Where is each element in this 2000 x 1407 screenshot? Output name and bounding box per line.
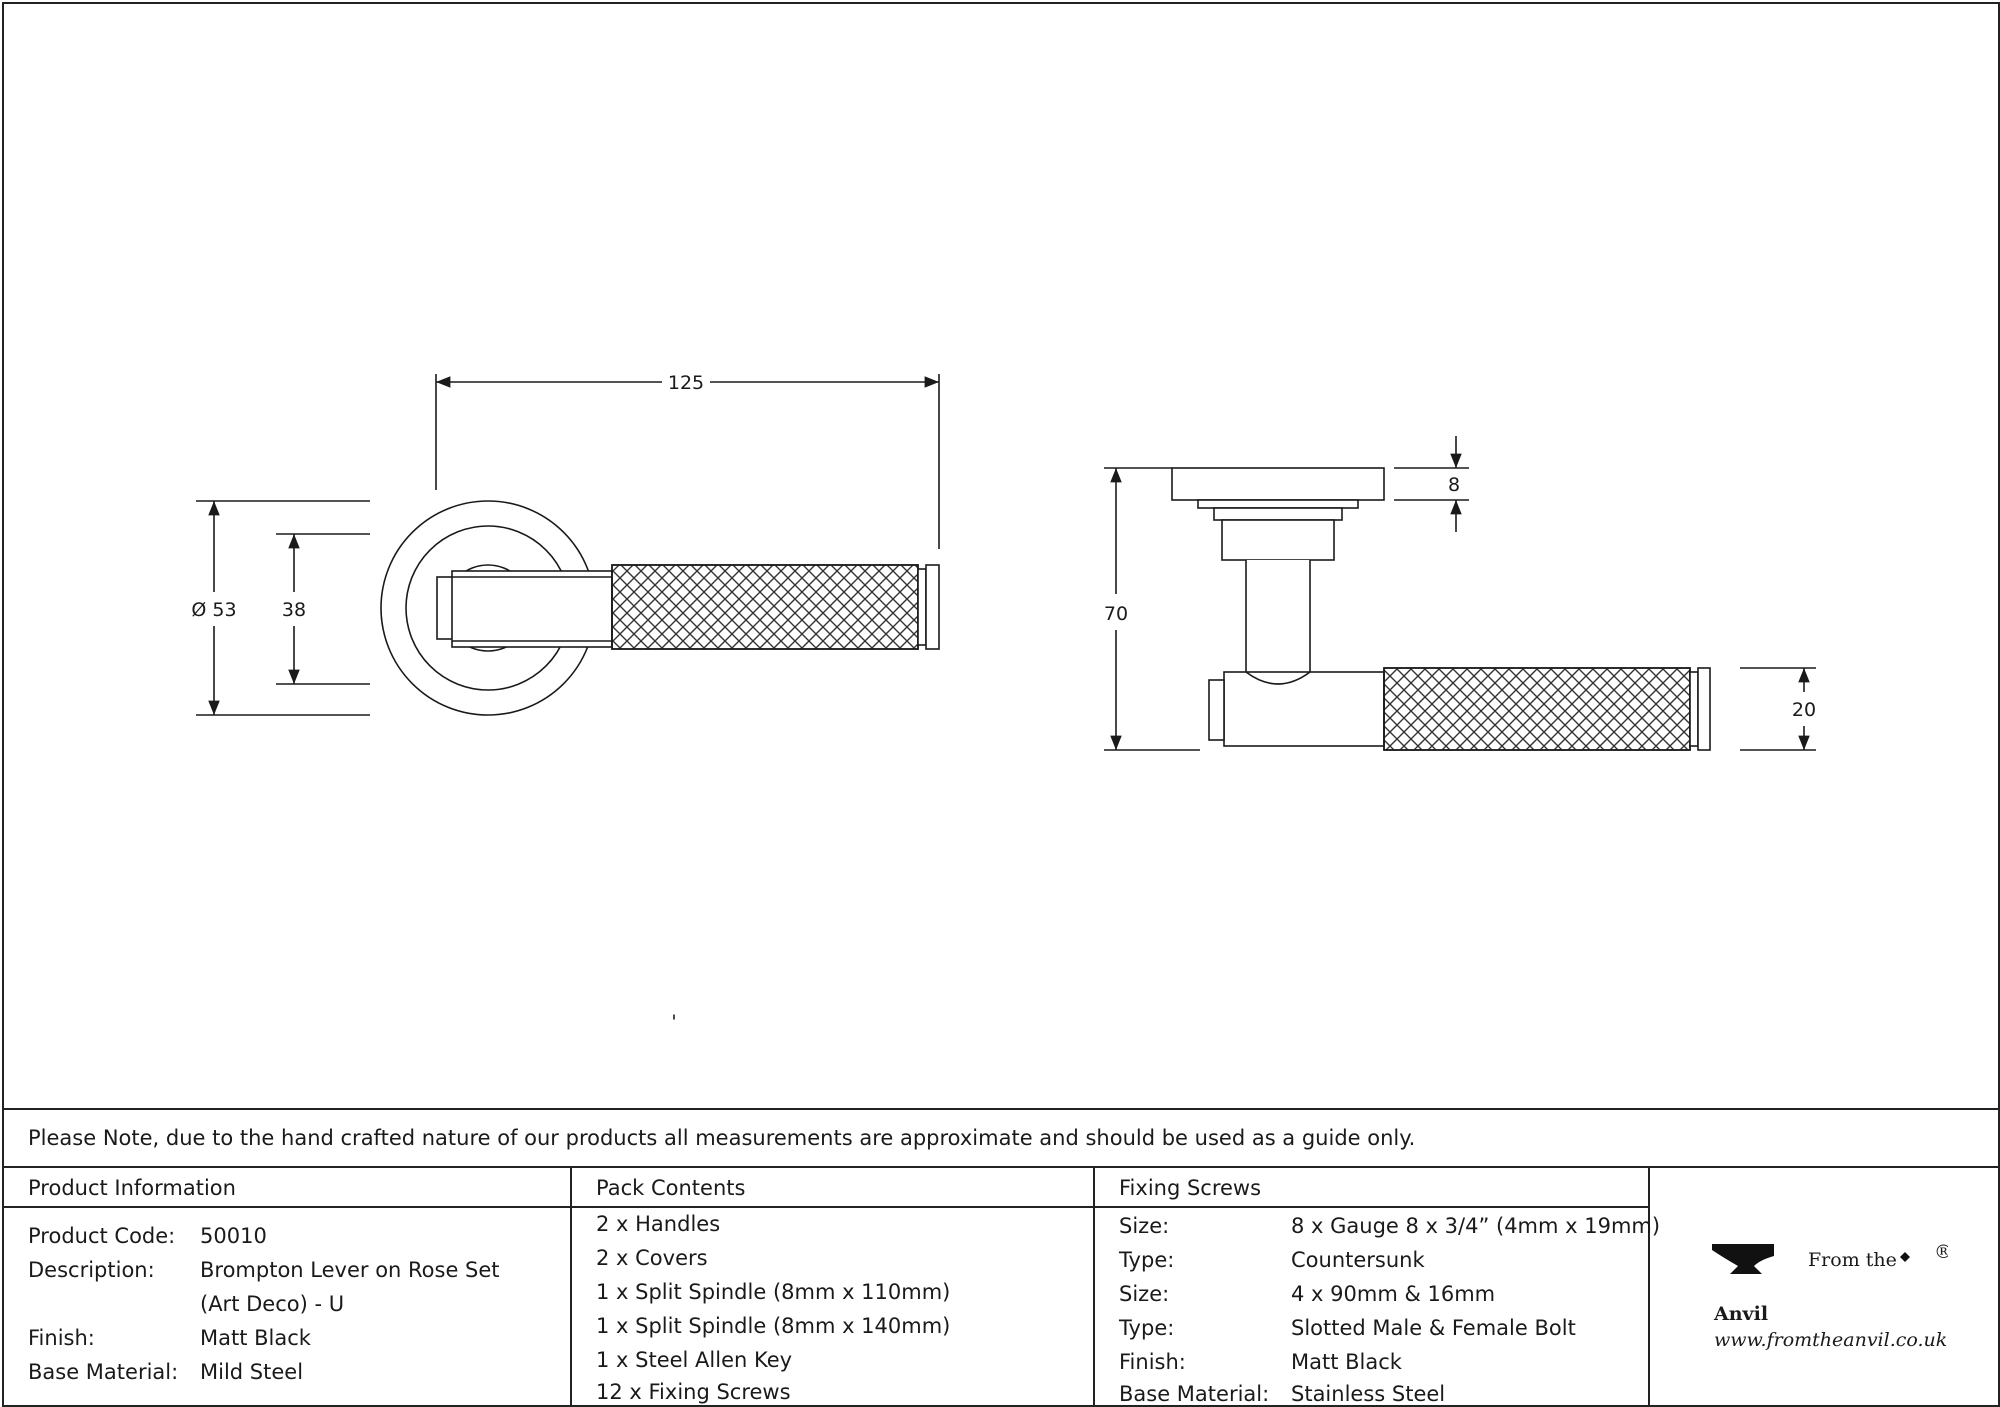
dim-label-rose-thickness: 8 xyxy=(1448,474,1460,496)
lever-body xyxy=(1223,671,1385,747)
dim-label-rose-diameter: Ø 53 xyxy=(191,599,236,621)
product-information-title: Product Information xyxy=(4,1168,570,1208)
note-text: Please Note, due to the hand crafted nat… xyxy=(28,1126,1416,1150)
dim-label-length: 125 xyxy=(668,372,704,394)
dimension-grip-diameter xyxy=(1740,667,1816,751)
description-label: Description: xyxy=(28,1258,155,1282)
pack-item: 1 x Split Spindle (8mm x 110mm) xyxy=(596,1280,951,1304)
grip-end-cap xyxy=(925,564,940,650)
side-grip-ring xyxy=(1689,671,1699,747)
dimension-inner-diameter xyxy=(276,533,370,685)
dim-label-inner-diameter: 38 xyxy=(282,599,306,621)
logo-panel: From the Anvil ® www.fromtheanvil.co.uk xyxy=(1650,1168,1998,1405)
fixing-screws-title: Fixing Screws xyxy=(1095,1168,1648,1208)
logo-url: www.fromtheanvil.co.uk xyxy=(1714,1329,1947,1351)
base-material-label: Base Material: xyxy=(28,1360,179,1384)
finish-label: Finish: xyxy=(28,1326,95,1350)
screw-size-value: 8 x Gauge 8 x 3/4” (4mm x 19mm) xyxy=(1291,1214,1661,1238)
pack-item: 2 x Covers xyxy=(596,1246,708,1270)
fixing-screws-panel: Fixing Screws Size: 8 x Gauge 8 x 3/4” (… xyxy=(1095,1168,1660,1406)
finish-value: Matt Black xyxy=(200,1326,311,1350)
shank-fillet xyxy=(1245,671,1311,685)
grip-ring xyxy=(917,568,927,646)
bolt-type-label: Type: xyxy=(1119,1316,1175,1340)
stray-mark: ' xyxy=(671,1011,676,1033)
product-code-value: 50010 xyxy=(200,1224,267,1248)
description-value-cont: (Art Deco) - U xyxy=(200,1292,345,1316)
spindle-boss xyxy=(1221,519,1335,561)
lever-shank xyxy=(1245,560,1311,685)
bolt-size-value: 4 x 90mm & 16mm xyxy=(1291,1282,1496,1306)
drawing-svg: 125 Ø 53 38 70 8 20 ' xyxy=(191,372,1816,1033)
dim-label-projection: 70 xyxy=(1104,603,1128,625)
bolt-type-value: Slotted Male & Female Bolt xyxy=(1291,1316,1576,1340)
front-view xyxy=(380,500,940,716)
dimension-rose-thickness xyxy=(1394,436,1469,532)
rose-plate xyxy=(1171,467,1385,501)
dimension-projection xyxy=(1104,467,1200,751)
screw-material-label: Base Material: xyxy=(1119,1382,1270,1406)
knurled-grip xyxy=(611,564,919,650)
logo-brand: Anvil xyxy=(1713,1303,1768,1325)
side-grip-end-cap xyxy=(1697,667,1711,751)
dim-label-grip-diameter: 20 xyxy=(1792,699,1816,721)
technical-drawing: 125 Ø 53 38 70 8 20 ' xyxy=(4,4,1998,1108)
pack-item: 1 x Split Spindle (8mm x 140mm) xyxy=(596,1314,951,1338)
screw-size-label: Size: xyxy=(1119,1214,1170,1238)
pack-item: 12 x Fixing Screws xyxy=(596,1380,791,1404)
lever-back-cap xyxy=(1208,679,1225,741)
screw-material-value: Stainless Steel xyxy=(1291,1382,1446,1406)
from-the-anvil-logo: From the Anvil ® www.fromtheanvil.co.uk xyxy=(1708,1234,1953,1354)
measurement-note: Please Note, due to the hand crafted nat… xyxy=(4,1108,1998,1168)
anvil-icon xyxy=(1712,1244,1774,1274)
lever-neck xyxy=(451,570,613,648)
rose-collar xyxy=(1213,507,1343,521)
pack-item: 1 x Steel Allen Key xyxy=(596,1348,793,1372)
rose-step xyxy=(1197,499,1359,509)
pack-contents-title: Pack Contents xyxy=(572,1168,1093,1208)
product-information-panel: Product Information Product Code: 50010 … xyxy=(4,1168,572,1405)
screw-finish-label: Finish: xyxy=(1119,1350,1186,1374)
screw-type-label: Type: xyxy=(1119,1248,1175,1272)
description-value: Brompton Lever on Rose Set xyxy=(200,1258,500,1282)
screw-finish-value: Matt Black xyxy=(1291,1350,1402,1374)
side-knurled-grip xyxy=(1383,667,1691,751)
pack-contents-panel: Pack Contents 2 x Handles 2 x Covers 1 x… xyxy=(572,1168,1095,1405)
base-material-value: Mild Steel xyxy=(200,1360,304,1384)
screw-type-value: Countersunk xyxy=(1291,1248,1425,1272)
dimension-rose-diameter xyxy=(196,500,370,716)
bolt-size-label: Size: xyxy=(1119,1282,1170,1306)
dimension-length xyxy=(435,374,940,549)
pack-item: 2 x Handles xyxy=(596,1212,721,1236)
logo-registered: ® xyxy=(1934,1241,1948,1263)
diamond-icon xyxy=(1900,1252,1910,1262)
logo-from-the: From the xyxy=(1808,1249,1897,1271)
product-code-label: Product Code: xyxy=(28,1224,176,1248)
side-view xyxy=(1171,467,1711,751)
